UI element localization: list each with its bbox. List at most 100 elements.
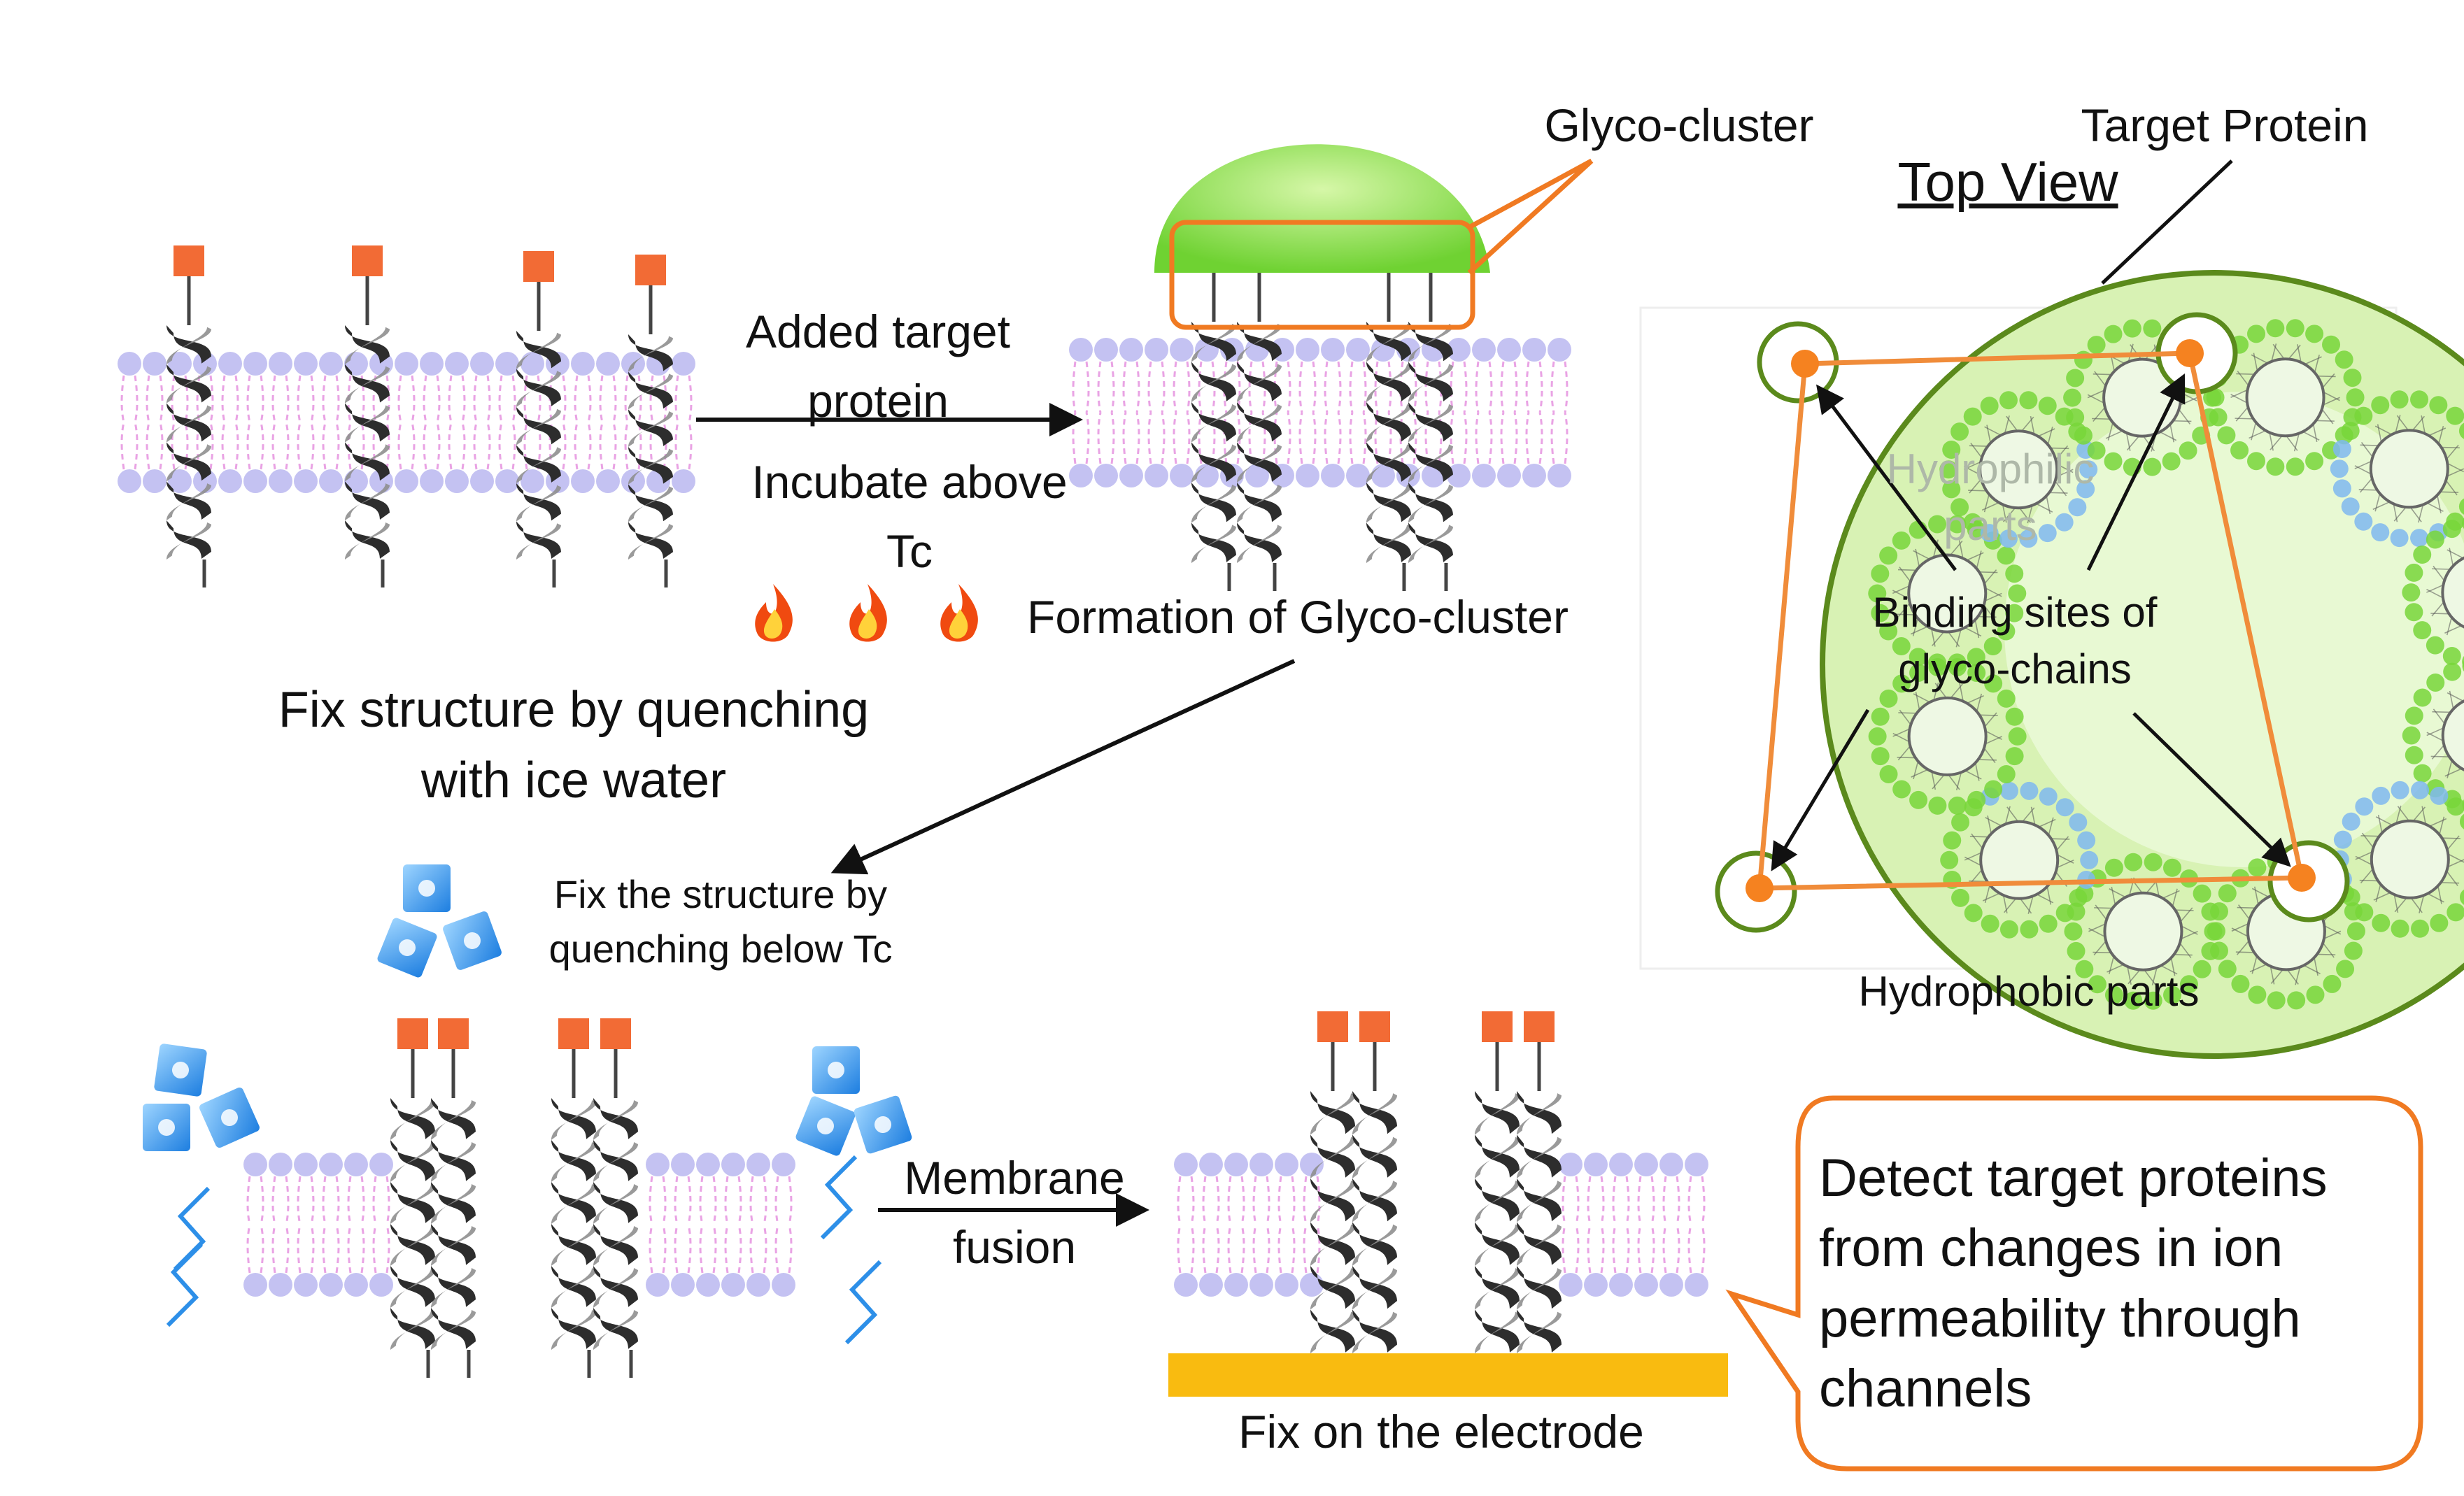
- residue-bead: [2402, 726, 2421, 745]
- lipid-tail: [498, 375, 516, 423]
- lipid-tail: [1687, 1224, 1706, 1274]
- helix-top-view: [2330, 781, 2464, 938]
- arrow: [1771, 708, 1870, 871]
- lipid-tail: [1072, 361, 1090, 413]
- glycan-square: [523, 251, 554, 282]
- helix-turn-back: [1352, 1137, 1397, 1178]
- lipid-head: [143, 352, 167, 376]
- helix-wheel-line: [2447, 692, 2464, 702]
- lipid-head: [269, 1273, 292, 1297]
- helices: [167, 242, 1562, 1381]
- residue-bead: [1951, 888, 1970, 907]
- residue-bead: [2426, 636, 2444, 655]
- helix-pore: [1907, 696, 1988, 776]
- lipid-head: [1094, 338, 1118, 362]
- lipid-head: [1472, 464, 1496, 487]
- glycan-square: [1482, 1011, 1513, 1042]
- residue-bead: [2341, 497, 2360, 516]
- ice-cube-icon: [154, 1043, 207, 1097]
- residue-bead: [2332, 440, 2351, 459]
- lipid-tail: [1374, 361, 1392, 413]
- lipid-tail: [1122, 361, 1140, 413]
- lipid-head: [269, 1153, 292, 1176]
- flame-inner: [763, 609, 783, 639]
- binding-site-dot: [1746, 874, 1773, 902]
- residue-bead: [2201, 941, 2220, 960]
- lipid-head: [344, 1153, 368, 1176]
- ice-cube-icon: [377, 918, 437, 978]
- annotations: [143, 144, 2423, 1472]
- lipid-head: [1346, 464, 1370, 487]
- lipid-head: [369, 1273, 393, 1297]
- lipid-head: [243, 352, 267, 376]
- residue-bead: [2008, 584, 2027, 603]
- lipid-head: [1275, 1273, 1298, 1297]
- helix-turn-back: [593, 1142, 638, 1182]
- alpha-helix: [1352, 1011, 1397, 1381]
- ice-cube-icon: [143, 1104, 190, 1151]
- helix-turn-back: [345, 522, 390, 560]
- residue-bead: [2371, 396, 2390, 415]
- helix-wheel-line: [2447, 549, 2464, 560]
- glycan-square: [1359, 1011, 1390, 1042]
- lipid-bilayer: [646, 1153, 795, 1297]
- helix-turn-back: [1517, 1311, 1562, 1353]
- lipid-head: [1522, 338, 1546, 362]
- glycan-square: [352, 245, 383, 276]
- helix-turn-back: [593, 1226, 638, 1266]
- lipid-tail: [1298, 412, 1317, 464]
- wavy-line-icon: [820, 1155, 858, 1240]
- helix-wheel-line: [2430, 755, 2464, 758]
- residue-bead: [1879, 546, 1898, 565]
- lipid-head: [1174, 1153, 1198, 1176]
- flame-icon: [940, 584, 978, 642]
- helix-turn-back: [167, 522, 211, 560]
- residue-bead: [2343, 369, 2362, 387]
- lipid-head: [1634, 1273, 1658, 1297]
- residue-bead: [2405, 706, 2423, 725]
- residue-bead: [1967, 663, 1986, 682]
- residue-bead: [2088, 975, 2107, 994]
- residue-bead: [1948, 796, 1967, 815]
- lipid-head: [1224, 1273, 1248, 1297]
- ice-cube-icon: [403, 864, 451, 912]
- residue-bead: [2068, 498, 2087, 517]
- lipid-tail: [347, 1176, 365, 1225]
- residue-bead: [2371, 523, 2390, 542]
- residue-bead: [2104, 858, 2123, 877]
- lipid-head: [1245, 464, 1269, 487]
- lipid-tail: [221, 375, 239, 423]
- helix-turn-back: [551, 1226, 596, 1266]
- helix-pore: [2103, 891, 2183, 971]
- residue-bead: [2446, 406, 2464, 425]
- residue-bead: [1909, 790, 1928, 809]
- helix-turn-back: [390, 1100, 435, 1140]
- helix-turn-back: [551, 1100, 596, 1140]
- residue-bead: [2217, 426, 2236, 445]
- lipid-tail: [674, 422, 693, 470]
- helix-turn-back: [1310, 1224, 1355, 1266]
- residue-bead: [2344, 941, 2363, 960]
- helix-turn-back: [551, 1310, 596, 1350]
- alpha-helix: [167, 245, 211, 587]
- lipid-tail: [1173, 361, 1191, 413]
- label-formation: Formation of Glyco-cluster: [1027, 591, 1569, 643]
- residue-bead: [2144, 853, 2162, 871]
- lipid-bilayer: [1174, 1153, 1324, 1297]
- helix-turn-back: [1475, 1137, 1520, 1178]
- helix-turn-back: [1517, 1181, 1562, 1223]
- lipid-tail: [1173, 412, 1191, 464]
- helix-wheel-line: [2444, 767, 2464, 777]
- residue-bead: [1984, 780, 2003, 799]
- lipid-tail: [1177, 1176, 1195, 1225]
- lipid-head: [1094, 464, 1118, 487]
- residue-bead: [2332, 479, 2351, 498]
- residue-bead: [2077, 831, 2096, 850]
- residue-bead: [1942, 480, 1961, 499]
- lipid-tail: [1687, 1176, 1706, 1225]
- residue-bead: [2143, 319, 2162, 338]
- helix-turn-back: [390, 1142, 435, 1182]
- residue-bead: [1999, 920, 2018, 939]
- helix-turn-back: [516, 408, 561, 446]
